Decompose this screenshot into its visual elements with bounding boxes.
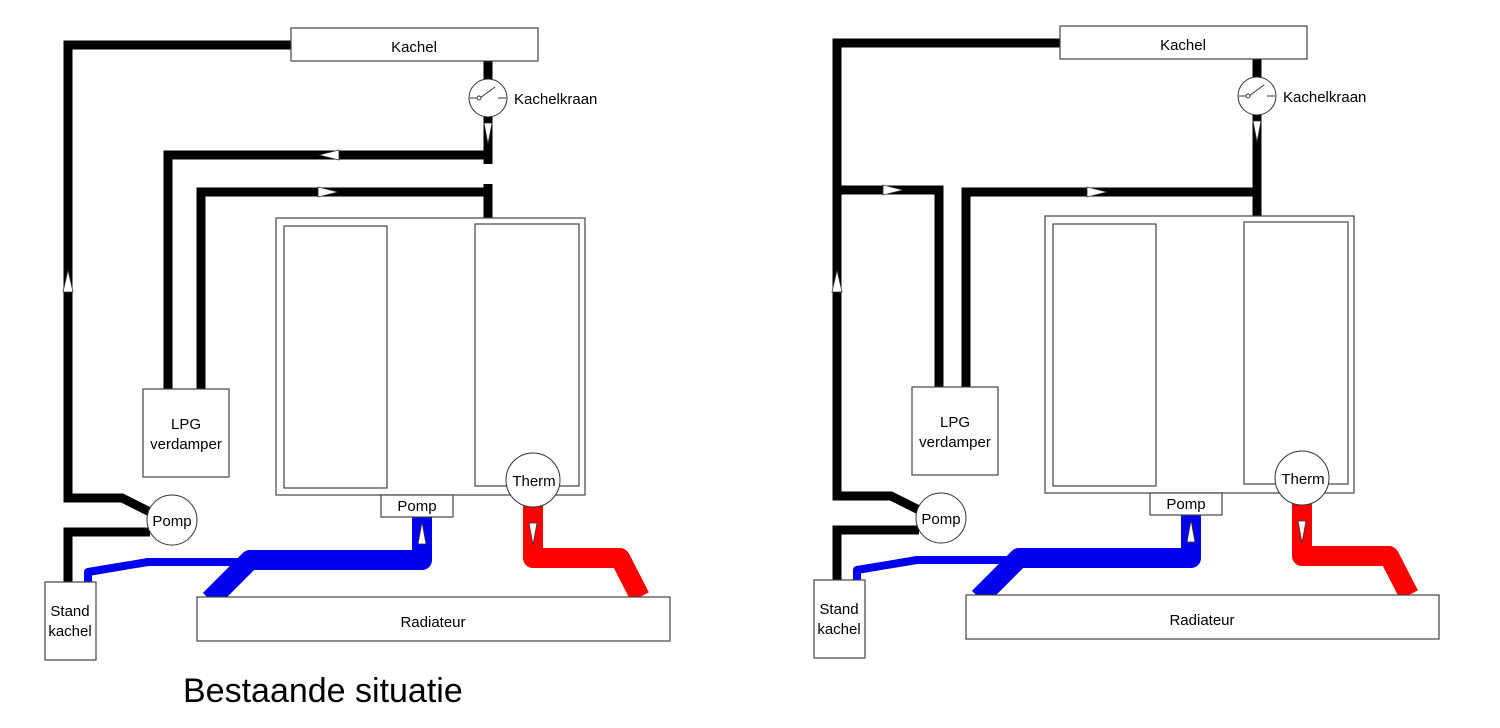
- flow-arrow-up-icon: [1186, 519, 1196, 543]
- kachel-label: Kachel: [1160, 37, 1206, 54]
- stand-kachel-box: [44, 581, 97, 661]
- pomp-left-label: Pomp: [152, 513, 191, 530]
- pump-circle: [915, 492, 967, 544]
- kachel-sub-label: kachel: [48, 623, 91, 640]
- flow-arrow-up-icon: [62, 269, 74, 293]
- verdamper-label: verdamper: [919, 434, 991, 451]
- flow-arrow-right-icon: [317, 186, 339, 198]
- engine-inner-left: [283, 225, 388, 489]
- engine-pump-box: [380, 494, 454, 518]
- pomp-engine-label: Pomp: [1166, 496, 1205, 513]
- kachel-label: Kachel: [391, 39, 437, 56]
- radiateur-label: Radiateur: [1169, 612, 1234, 629]
- diagram-existing: Kachel Kachelkraan LPG verdamper Pomp Po…: [44, 27, 671, 661]
- therm-label: Therm: [512, 473, 555, 490]
- kachel-box: [290, 27, 539, 62]
- diagram-new: Kachel Kachelkraan LPG verdamper Pomp Po…: [813, 25, 1440, 659]
- flow-arrow-down-icon: [1252, 120, 1262, 143]
- flow-arrow-down-icon: [528, 522, 538, 546]
- radiateur-label: Radiateur: [400, 614, 465, 631]
- verdamper-label: verdamper: [150, 436, 222, 453]
- pomp-engine-label: Pomp: [397, 498, 436, 515]
- pump-circle: [146, 494, 198, 546]
- flow-arrow-down-icon: [483, 122, 493, 145]
- heater-pipes: [832, 38, 1262, 580]
- valve-icon: [1237, 76, 1277, 116]
- engine-inner-right: [1243, 221, 1349, 485]
- kachelkraan-label: Kachelkraan: [514, 91, 597, 108]
- therm-label: Therm: [1281, 471, 1324, 488]
- flow-arrow-up-icon: [417, 521, 427, 545]
- lpg-verdamper-box: [142, 388, 230, 478]
- hot-coolant-line: [1292, 503, 1418, 600]
- stand-label: Stand: [50, 603, 89, 620]
- engine-pump-box: [1149, 492, 1223, 516]
- valve-icon: [468, 78, 508, 118]
- kachel-sub-label: kachel: [817, 621, 860, 638]
- kachelkraan-label: Kachelkraan: [1283, 89, 1366, 106]
- lpg-verdamper-box: [911, 386, 999, 476]
- diagram-caption: Bestaande situatie: [183, 672, 463, 710]
- lpg-label: LPG: [171, 416, 201, 433]
- thermostat-circle: [505, 452, 561, 508]
- flow-arrow-up-icon: [831, 269, 843, 293]
- radiateur-box: [965, 594, 1440, 640]
- stand-kachel-box: [813, 579, 866, 659]
- engine-inner-left: [1052, 223, 1157, 487]
- flow-arrow-right-icon: [1086, 186, 1108, 198]
- hot-coolant-line: [523, 505, 649, 602]
- lpg-label: LPG: [940, 414, 970, 431]
- heater-pipes: [63, 40, 493, 582]
- engine-inner-right: [474, 223, 580, 487]
- radiateur-box: [196, 596, 671, 642]
- pipe-gap: [478, 166, 498, 180]
- stand-label: Stand: [819, 601, 858, 618]
- kachel-box: [1059, 25, 1308, 60]
- pomp-left-label: Pomp: [921, 511, 960, 528]
- thermostat-circle: [1274, 450, 1330, 506]
- flow-arrow-left-icon: [318, 149, 340, 161]
- flow-arrow-right-icon: [882, 184, 904, 196]
- flow-arrow-down-icon: [1297, 520, 1307, 544]
